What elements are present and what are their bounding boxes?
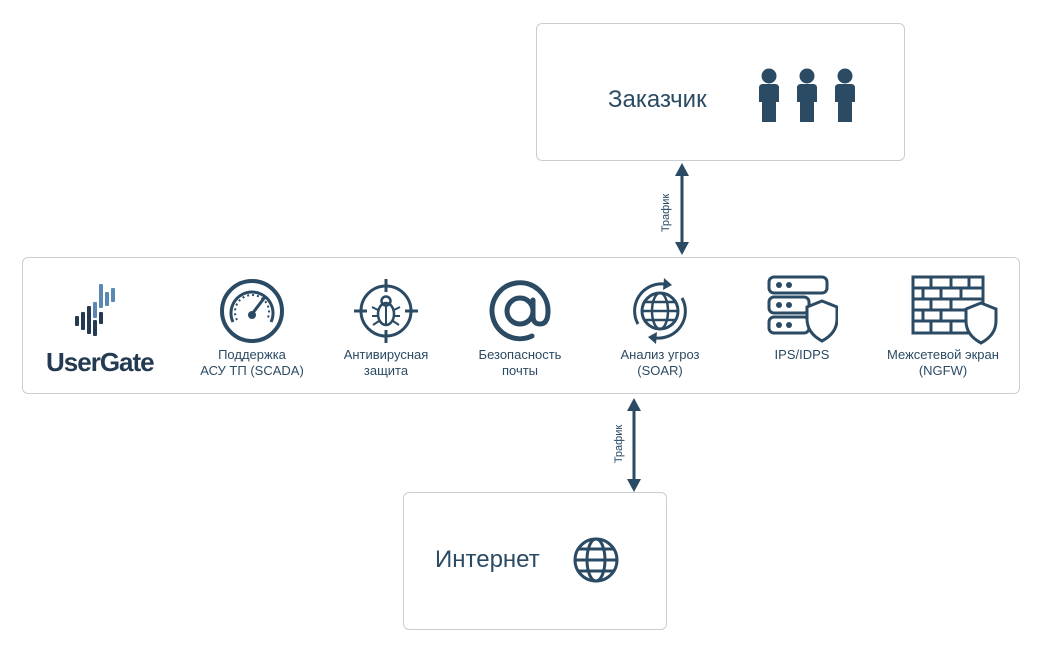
service-label-ips: IPS/IDPS bbox=[741, 347, 863, 363]
usergate-services-panel: UserGate Поддержка АСУ ТП (SCADA) Антиви… bbox=[22, 257, 1020, 394]
usergate-logo-text: UserGate bbox=[46, 347, 155, 377]
service-label-antivirus-line2: защита bbox=[363, 363, 409, 378]
traffic-label-top: Трафик bbox=[660, 193, 673, 233]
service-label-ips-line1: IPS/IDPS bbox=[774, 347, 830, 362]
traffic-arrow-top bbox=[675, 163, 689, 255]
server-shield-icon bbox=[767, 275, 838, 343]
traffic-label-bottom: Трафик bbox=[613, 424, 626, 464]
service-label-ngfw-line1: Межсетевой экран bbox=[887, 347, 999, 362]
service-label-antivirus-line1: Антивирусная bbox=[343, 347, 429, 362]
service-label-soar-line1: Анализ угроз bbox=[620, 347, 700, 362]
service-label-scada: Поддержка АСУ ТП (SCADA) bbox=[191, 347, 313, 379]
users-icon bbox=[759, 68, 855, 122]
firewall-icon bbox=[911, 275, 998, 345]
usergate-logo-icon bbox=[75, 284, 115, 336]
service-label-ngfw-line2: (NGFW) bbox=[918, 363, 968, 378]
service-label-mail: Безопасность почты bbox=[459, 347, 581, 379]
service-label-scada-line1: Поддержка bbox=[218, 347, 286, 362]
service-label-soar-line2: (SOAR) bbox=[637, 363, 683, 378]
customer-node: Заказчик bbox=[536, 23, 905, 161]
at-sign-icon bbox=[489, 280, 551, 342]
internet-title: Интернет bbox=[435, 546, 540, 573]
traffic-arrow-bottom bbox=[627, 398, 641, 492]
service-label-mail-line2: почты bbox=[501, 363, 539, 378]
service-label-antivirus: Антивирусная защита bbox=[325, 347, 447, 379]
gauge-icon bbox=[220, 279, 284, 343]
internet-node: Интернет bbox=[403, 492, 667, 630]
bug-target-icon bbox=[354, 279, 418, 343]
service-label-mail-line1: Безопасность bbox=[478, 347, 562, 362]
globe-icon bbox=[573, 537, 619, 583]
service-label-soar: Анализ угроз (SOAR) bbox=[599, 347, 721, 379]
globe-cycle-icon bbox=[633, 278, 687, 344]
service-label-scada-line2: АСУ ТП (SCADA) bbox=[200, 363, 304, 378]
customer-title: Заказчик bbox=[608, 86, 707, 113]
service-label-ngfw: Межсетевой экран (NGFW) bbox=[878, 347, 1008, 379]
